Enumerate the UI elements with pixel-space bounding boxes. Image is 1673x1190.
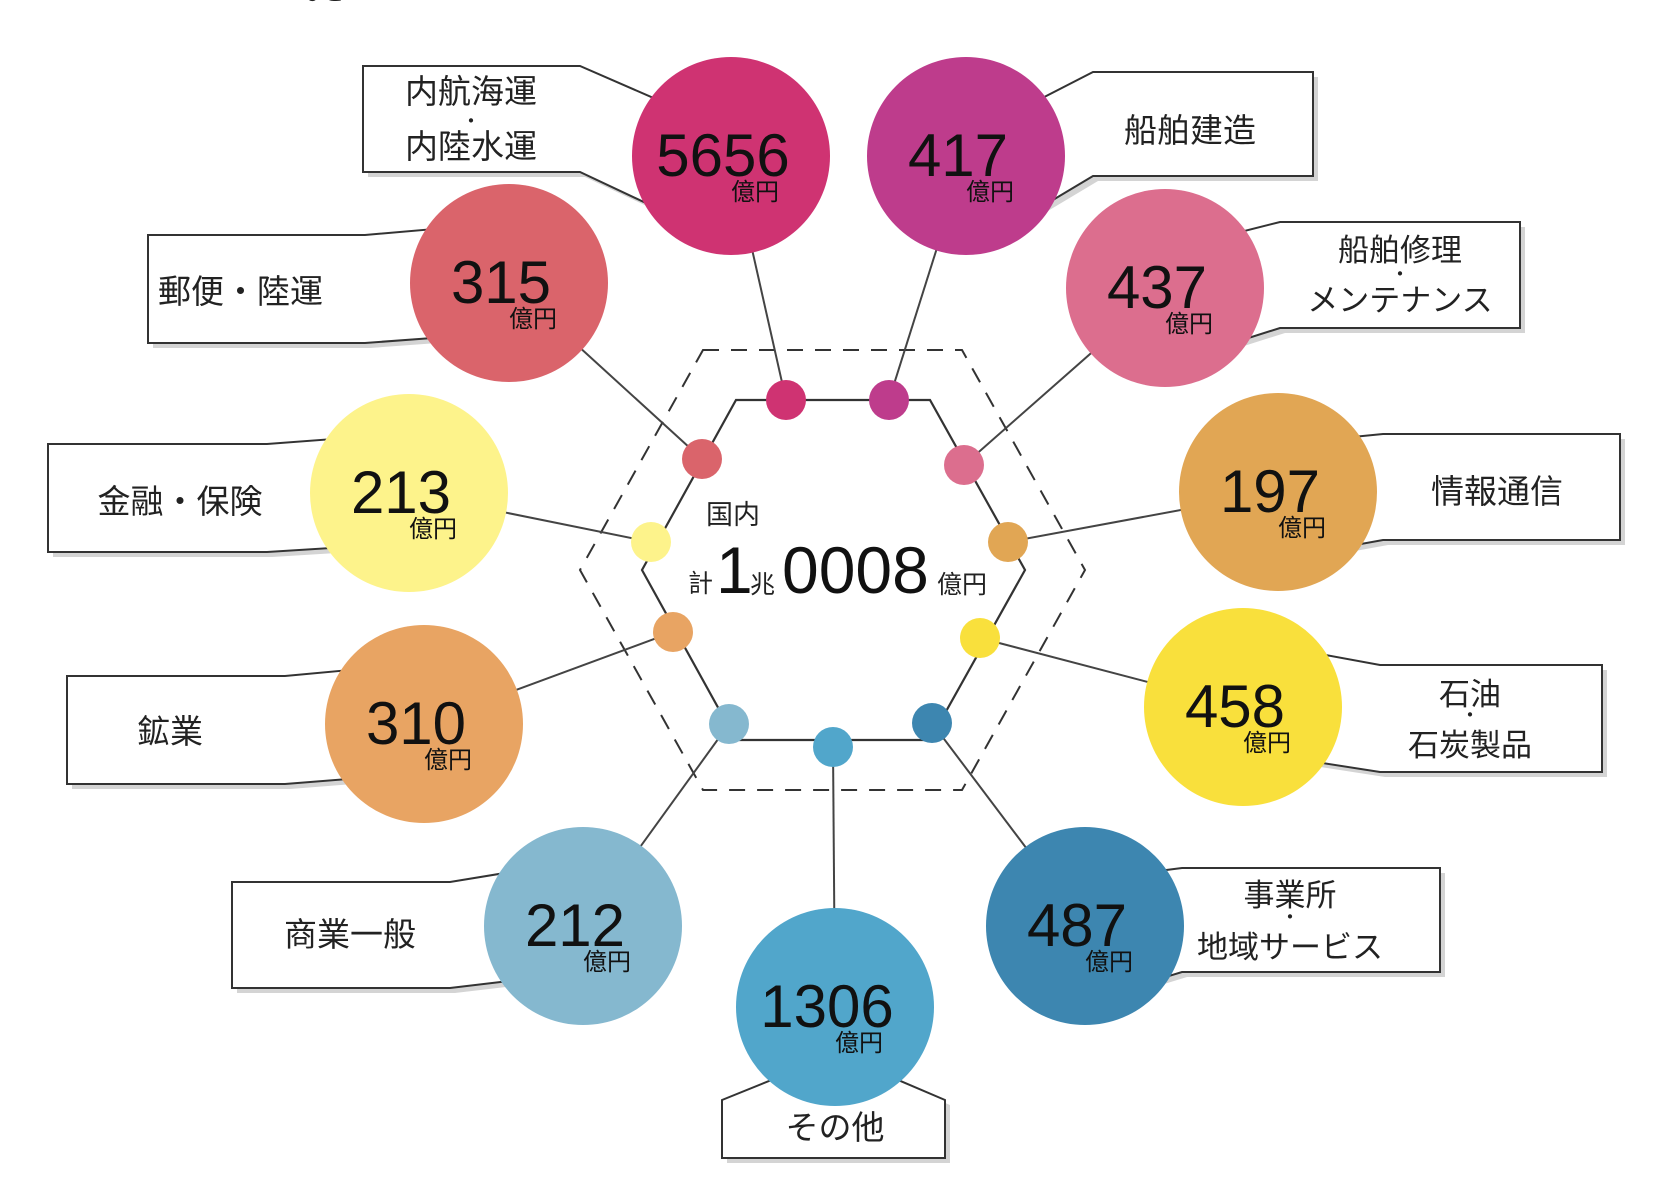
value-zosen: 417 <box>908 122 1008 189</box>
hex-dot-joho <box>988 522 1028 562</box>
label-text-jigyosho-1: ・ <box>1280 905 1300 929</box>
value-joho: 197 <box>1220 458 1320 525</box>
hex-dot-naiko <box>766 380 806 420</box>
value-kogyo: 310 <box>366 690 466 757</box>
hex-dot-zosen <box>869 380 909 420</box>
unit-sekiyu: 億円 <box>1243 729 1291 757</box>
unit-naiko: 億円 <box>731 178 779 206</box>
value-circles: 5656億円417億円437億円197億円458億円487億円1306億円212… <box>310 57 1377 1106</box>
center-num2: 0008 <box>782 533 929 607</box>
unit-yubin: 億円 <box>509 305 557 333</box>
center-total: 国内 計 1 兆 0008 億円 <box>688 500 987 607</box>
label-text-sekiyu-0: 石油 <box>1439 677 1501 713</box>
label-text-zosen-0: 船舶建造 <box>1124 111 1256 150</box>
value-circle-naiko <box>632 57 830 255</box>
value-naiko: 5656 <box>656 122 789 189</box>
label-text-sekiyu-2: 石炭製品 <box>1408 728 1532 764</box>
hex-dot-shuri <box>944 445 984 485</box>
value-circle-joho <box>1179 393 1377 591</box>
sector-labels: 内航海運・内陸水運船舶建造船舶修理・メンテナンス情報通信石油・石炭製品事業所・地… <box>47 0 1625 1163</box>
value-circle-kogyo <box>325 625 523 823</box>
label-text-yubin-1: など <box>301 0 345 6</box>
hex-dot-sonota <box>813 727 853 767</box>
value-circle-sonota <box>736 908 934 1106</box>
hex-dot-jigyosho <box>912 703 952 743</box>
label-text-sekiyu-1: ・ <box>1460 703 1480 727</box>
hex-dot-sekiyu <box>960 618 1000 658</box>
unit-joho: 億円 <box>1278 514 1326 542</box>
unit-kogyo: 億円 <box>424 746 472 774</box>
value-circle-sekiyu <box>1144 608 1342 806</box>
label-text-naiko-1: ・ <box>461 109 481 133</box>
value-circle-jigyosho <box>986 827 1184 1025</box>
hex-dot-kinyu <box>631 522 671 562</box>
label-text-kinyu-0: 金融・保険 <box>98 482 263 521</box>
label-text-shuri-1: ・ <box>1390 262 1410 286</box>
value-jigyosho: 487 <box>1027 892 1127 959</box>
value-kinyu: 213 <box>351 459 451 526</box>
value-circle-shuri <box>1066 189 1264 387</box>
label-box-kogyo <box>66 668 356 785</box>
outer-dashed-hexagon <box>578 349 1087 791</box>
unit-shogyo: 億円 <box>583 948 631 976</box>
value-sonota: 1306 <box>760 973 893 1040</box>
unit-sonota: 億円 <box>835 1029 883 1057</box>
unit-jigyosho: 億円 <box>1085 948 1133 976</box>
unit-zosen: 億円 <box>966 178 1014 206</box>
value-circle-kinyu <box>310 394 508 592</box>
center-prefix: 国内 <box>706 500 760 531</box>
value-circle-yubin <box>410 184 608 382</box>
label-text-shuri-2: メンテナンス <box>1307 283 1492 319</box>
unit-kinyu: 億円 <box>409 515 457 543</box>
center-num1: 1 <box>716 533 753 607</box>
hexagon-dots <box>631 380 1028 767</box>
hex-dot-shogyo <box>709 704 749 744</box>
label-text-joho-0: 情報通信 <box>1431 472 1563 511</box>
label-text-yubin-0: 郵便・陸運 <box>158 272 323 311</box>
center-unit: 億円 <box>937 570 987 599</box>
label-text-naiko-2: 内陸水運 <box>405 127 537 166</box>
center-cho: 兆 <box>750 570 775 599</box>
label-text-sonota-0: その他 <box>786 1108 885 1147</box>
label-text-kogyo-0: 鉱業 <box>137 712 203 751</box>
hex-dot-kogyo <box>653 612 693 652</box>
hex-dot-yubin <box>682 439 722 479</box>
value-yubin: 315 <box>451 249 551 316</box>
label-text-shuri-0: 船舶修理 <box>1338 233 1462 269</box>
label-text-shogyo-0: 商業一般 <box>284 915 416 954</box>
label-text-jigyosho-0: 事業所 <box>1244 878 1337 914</box>
value-shuri: 437 <box>1107 254 1207 321</box>
value-circle-shogyo <box>484 827 682 1025</box>
center-kei: 計 <box>688 569 713 598</box>
label-text-jigyosho-2: 地域サービス <box>1197 930 1383 966</box>
label-text-naiko-0: 内航海運 <box>405 72 537 111</box>
unit-shuri: 億円 <box>1165 310 1213 338</box>
value-shogyo: 212 <box>525 892 625 959</box>
value-sekiyu: 458 <box>1185 673 1285 740</box>
value-circle-zosen <box>867 57 1065 255</box>
